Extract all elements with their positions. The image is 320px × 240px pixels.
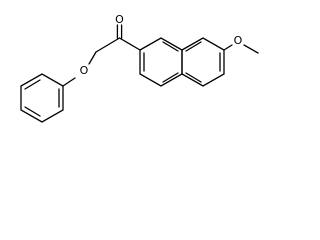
phenyl-double-bond-3 [24,79,41,90]
carbonyl-oxygen-label: O [115,13,124,26]
naphthalene-left-ring [139,37,183,87]
naphthalene-left-double-2 [162,41,179,52]
naphthalene-right-ring [181,37,225,87]
carbonyl-naphthyl-bond [118,37,141,51]
structure-canvas: O O O [20,13,259,123]
ch2-oxygen-bond [88,51,97,65]
ring-oxygen-bond [223,44,233,51]
oxygen-methyl-bond [243,44,259,54]
ether-oxygen-left-label: O [80,64,89,77]
molecule-drawing: O O O [20,13,259,123]
phenyl-ring [20,73,64,123]
phenyl-double-bond-2 [24,106,41,117]
carbonyl-ch2-bond [95,37,121,53]
naphthalene-right-double-2 [185,41,202,52]
naphthalene-right-double-3 [185,72,202,83]
naphthalene-left-double-3 [162,72,179,83]
ether-oxygen-right-label: O [234,34,243,47]
oxygen-phenyl-bond [62,77,76,87]
